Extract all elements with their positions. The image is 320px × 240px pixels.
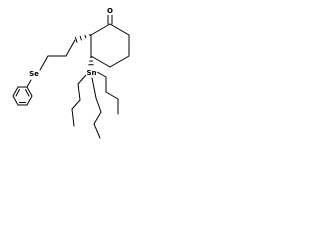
tin-label: Sn xyxy=(86,69,96,77)
butyl-bond xyxy=(91,77,97,99)
butyl-bond xyxy=(95,97,102,113)
butyl-bond xyxy=(96,71,107,78)
phenyl-bond-5 xyxy=(26,95,33,106)
butyl-bond xyxy=(77,83,81,101)
label-background xyxy=(106,7,114,15)
atom-label-oxygen: O xyxy=(106,7,114,15)
phenyl-bond-3 xyxy=(12,95,19,106)
atom-label-selenium: Se xyxy=(29,69,39,78)
hash-line xyxy=(79,35,82,41)
label-background xyxy=(86,68,97,77)
se-phenyl-bond xyxy=(26,79,32,88)
hash-line xyxy=(84,34,87,39)
butyl-bond xyxy=(93,111,102,125)
molecular-structure-diagram: O Se Sn xyxy=(12,7,130,139)
butyl-bond xyxy=(71,108,75,127)
ring-bond-c6-c1 xyxy=(90,23,111,36)
phenyl-double-3 xyxy=(25,89,30,97)
ring-bond-c4-c5 xyxy=(90,55,111,68)
butyl-chain-center xyxy=(91,77,102,139)
stereo-hashed-wedge-propyl xyxy=(74,33,91,43)
ring-bond-c1-c2 xyxy=(109,23,130,36)
stereo-hashed-wedge-tin xyxy=(87,56,95,70)
chain-bond-1 xyxy=(65,39,76,57)
phenyl-ring xyxy=(12,86,33,106)
butyl-bond xyxy=(93,123,101,139)
carbonyl-double-bond xyxy=(107,13,113,25)
label-background xyxy=(29,69,39,78)
phenyl-bond-6 xyxy=(26,86,33,97)
butyl-chain-right xyxy=(96,71,119,115)
hash-line xyxy=(74,36,78,43)
propyl-chain xyxy=(39,39,76,71)
phenyl-bond-2 xyxy=(12,86,19,97)
chain-bond-3 xyxy=(39,55,49,71)
butyl-bond xyxy=(77,74,87,85)
oxygen-label: O xyxy=(107,7,113,15)
ring-bond-c3-c4 xyxy=(109,55,130,68)
atom-label-tin: Sn xyxy=(86,68,97,77)
selenium-label: Se xyxy=(29,70,39,78)
butyl-bond xyxy=(71,99,81,110)
butyl-chain-left xyxy=(71,74,87,127)
phenyl-double-1 xyxy=(15,89,20,97)
cyclohexanone-ring xyxy=(90,23,130,68)
butyl-bond xyxy=(105,91,119,100)
